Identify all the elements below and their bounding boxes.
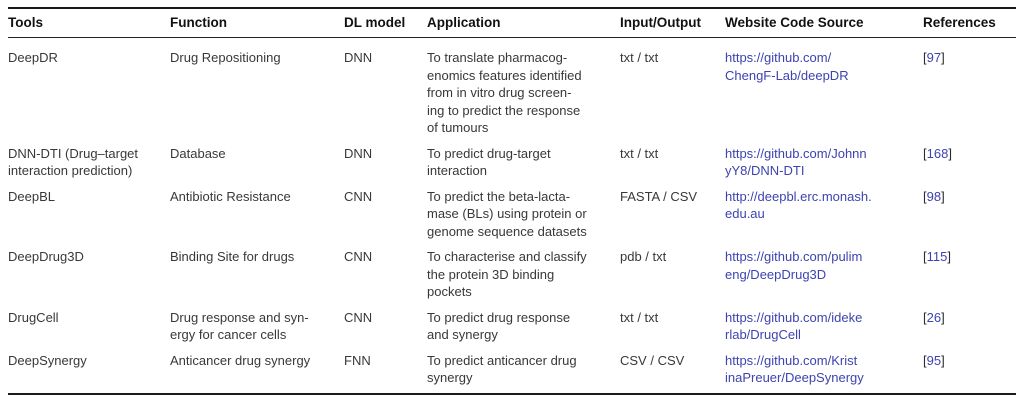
table-row: DeepDR Drug Repositioning DNN To translate … [8, 49, 1016, 137]
cell-tool: DeepBL [8, 188, 55, 204]
website-link[interactable]: https://github.com/Krist inaPreuer/DeepS… [725, 352, 864, 386]
table-row: DrugCell Drug response and syn- ergy for … [8, 309, 1016, 344]
cell-dl-model: FNN [344, 352, 371, 368]
reference-bracket-close: ] [947, 249, 951, 264]
reference-link[interactable]: 115 [926, 249, 948, 264]
reference-bracket-open: [ [923, 145, 927, 161]
cell-references: [26] [923, 309, 1016, 344]
cell-function: Drug response and syn- ergy for cancer c… [170, 309, 309, 343]
cell-dl-model: CNN [344, 249, 373, 264]
cell-function: Antibiotic Resistance [170, 188, 291, 204]
reference-bracket-close: ] [941, 188, 945, 204]
cell-application: To predict anticancer drug synergy [427, 352, 577, 386]
cell-website: https://github.com/pulim eng/DeepDrug3D [725, 248, 923, 301]
website-link[interactable]: https://github.com/ideke rlab/DrugCell [725, 309, 863, 343]
tools-table: Tools Function DL model Application Input/Ou… [8, 7, 1016, 395]
cell-website: https://github.com/Krist inaPreuer/DeepS… [725, 352, 923, 387]
column-header-references: References [923, 15, 996, 30]
reference-link[interactable]: 97 [926, 50, 942, 65]
cell-references: [95] [923, 352, 1016, 387]
cell-application: To characterise and classify the protein… [427, 249, 587, 299]
reference-bracket-close: ] [941, 352, 945, 368]
cell-input-output: pdb / txt [620, 249, 667, 264]
column-header-model: DL model [344, 15, 406, 30]
reference-link[interactable]: 95 [926, 352, 942, 368]
cell-references: [168] [923, 145, 1016, 180]
cell-application: To translate pharmacog- enomics features… [427, 50, 582, 135]
table-row: DeepDrug3D Binding Site for drugs CNN To ch… [8, 248, 1016, 301]
cell-function: Anticancer drug synergy [170, 352, 311, 368]
cell-dl-model: DNN [344, 145, 373, 161]
reference-bracket-close: ] [941, 309, 945, 325]
cell-tool: DrugCell [8, 309, 59, 325]
table-row: DeepSynergy Anticancer drug synergy FNN To … [8, 352, 1016, 387]
cell-application: To predict drug response and synergy [427, 309, 571, 343]
cell-references: [98] [923, 188, 1016, 241]
cell-dl-model: CNN [344, 309, 373, 325]
cell-tool: DeepDrug3D [8, 249, 84, 264]
website-link[interactable]: https://github.com/Johnn yY8/DNN-DTI [725, 145, 867, 179]
reference-bracket-open: [ [923, 309, 927, 325]
website-link[interactable]: https://github.com/pulim eng/DeepDrug3D [725, 249, 863, 282]
cell-input-output: FASTA / CSV [620, 188, 698, 204]
cell-application: To predict drug-target interaction [427, 145, 551, 179]
cell-input-output: txt / txt [620, 309, 659, 325]
cell-application: To predict the beta-lacta- mase (BLs) us… [427, 188, 587, 239]
cell-website: http://deepbl.erc.monash. edu.au [725, 188, 923, 241]
cell-input-output: txt / txt [620, 50, 659, 65]
column-header-function: Function [170, 15, 227, 30]
cell-website: https://github.com/Johnn yY8/DNN-DTI [725, 145, 923, 180]
table-header: Tools Function DL model Application Input/Ou… [8, 9, 1016, 38]
cell-tool: DeepSynergy [8, 352, 87, 368]
table-row: DNN-DTI (Drug–target interaction predict… [8, 145, 1016, 180]
cell-function: Binding Site for drugs [170, 249, 295, 264]
column-header-application: Application [427, 15, 501, 30]
reference-bracket-open: [ [923, 352, 927, 368]
cell-tool: DNN-DTI (Drug–target interaction predict… [8, 145, 139, 179]
cell-dl-model: DNN [344, 50, 373, 65]
reference-bracket-close: ] [948, 145, 952, 161]
reference-link[interactable]: 98 [926, 188, 942, 204]
column-header-tool: Tools [8, 15, 43, 30]
reference-link[interactable]: 26 [926, 309, 942, 325]
column-header-website: Website Code Source [725, 15, 864, 30]
cell-dl-model: CNN [344, 188, 373, 204]
cell-function: Database [170, 145, 226, 161]
reference-bracket-close: ] [941, 50, 945, 65]
reference-bracket-open: [ [923, 249, 927, 264]
cell-tool: DeepDR [8, 50, 58, 65]
website-link[interactable]: https://github.com/ ChengF-Lab/deepDR [725, 50, 849, 83]
website-link[interactable]: http://deepbl.erc.monash. edu.au [725, 188, 872, 222]
cell-input-output: CSV / CSV [620, 352, 685, 368]
cell-website: https://github.com/ideke rlab/DrugCell [725, 309, 923, 344]
cell-references: [97] [923, 49, 1016, 137]
cell-references: [115] [923, 248, 1016, 301]
reference-link[interactable]: 168 [926, 145, 949, 161]
cell-function: Drug Repositioning [170, 50, 281, 65]
cell-input-output: txt / txt [620, 145, 659, 161]
reference-bracket-open: [ [923, 50, 927, 65]
cell-website: https://github.com/ ChengF-Lab/deepDR [725, 49, 923, 137]
table-row: DeepBL Antibiotic Resistance CNN To predict… [8, 188, 1016, 241]
column-header-io: Input/Output [620, 15, 701, 30]
reference-bracket-open: [ [923, 188, 927, 204]
